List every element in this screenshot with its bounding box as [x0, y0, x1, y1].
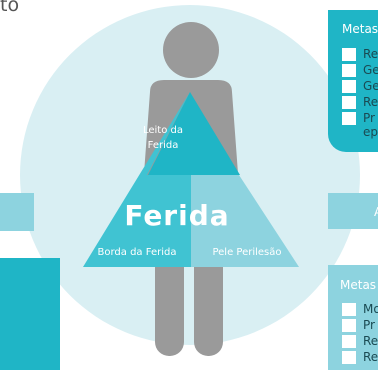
- right-arrow-panel: A: [328, 193, 378, 229]
- right-goals-panel-bottom: Metas Mo Pr Re Re: [328, 265, 378, 370]
- borda-label: Borda da Ferida: [97, 247, 177, 258]
- checkbox-icon: [342, 303, 356, 316]
- borda-segment: [83, 92, 191, 267]
- checkbox-icon: [342, 319, 356, 332]
- checkbox-icon: [342, 64, 356, 77]
- ferida-label: Ferida: [124, 199, 230, 232]
- checkbox-icon: [342, 112, 356, 125]
- figure-head: [163, 22, 219, 78]
- left-goals-panel: [0, 258, 60, 370]
- panel-title: Metas: [342, 22, 378, 36]
- checkbox-icon: [342, 96, 356, 109]
- checkbox-icon: [342, 48, 356, 61]
- figure-left-leg: [155, 250, 184, 356]
- checkbox-icon: [342, 351, 356, 364]
- checkbox-icon: [342, 80, 356, 93]
- left-arrow-panel: [0, 193, 34, 231]
- pele-label: Pele Perilesão: [212, 247, 282, 258]
- pele-segment: [191, 175, 299, 267]
- panel-title: Metas: [340, 278, 377, 292]
- top-text-fragment: to: [0, 0, 20, 16]
- checkbox-icon: [342, 335, 356, 348]
- right-goals-panel-top: Metas Re Ge Ge Re Pr ep: [328, 10, 378, 152]
- figure-right-leg: [194, 250, 223, 356]
- leito-label: Leito da Ferida: [142, 125, 184, 151]
- leito-segment: [148, 92, 240, 175]
